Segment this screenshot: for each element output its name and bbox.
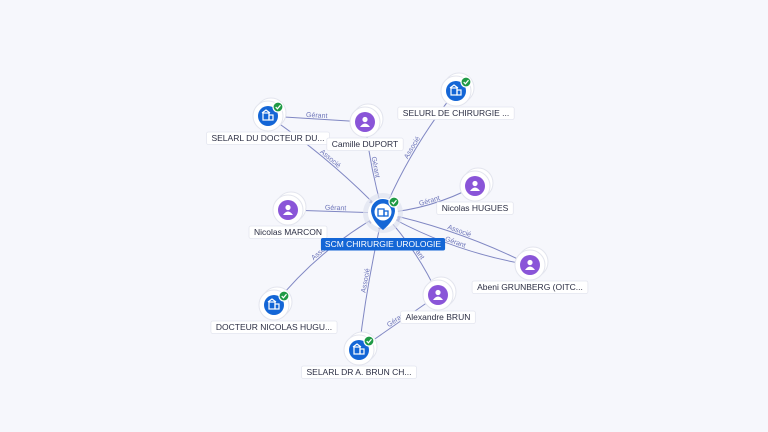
node-label: Alexandre BRUN: [400, 310, 476, 324]
node-label: Nicolas MARCON: [248, 225, 328, 239]
node-label: Nicolas HUGUES: [436, 201, 514, 215]
node-label-text: Camille DUPORT: [332, 139, 398, 149]
node-dot: [446, 81, 466, 101]
person-icon: [283, 204, 293, 215]
node-label-text: SELARL DR A. BRUN CH...: [306, 367, 411, 377]
node-label-text: SELURL DE CHIRURGIE ...: [403, 108, 509, 118]
verified-check-icon: [363, 335, 375, 347]
edge-label: Gérant: [369, 156, 380, 178]
node-dot: [349, 340, 369, 360]
node-docteur_nicolas_hugu[interactable]: DOCTEUR NICOLAS HUGU...: [210, 286, 338, 334]
edge-label: Associé: [318, 149, 341, 170]
node-abeni_grunberg[interactable]: Abeni GRUNBERG (OITC...: [471, 246, 589, 294]
node-alexandre_brun[interactable]: Alexandre BRUN: [400, 276, 476, 324]
building-icon: [377, 208, 389, 217]
person-icon: [470, 180, 480, 191]
node-camille_duport[interactable]: Camille DUPORT: [326, 103, 404, 151]
edge-label: Gérant: [444, 236, 467, 250]
edge-label: Gérant: [306, 112, 328, 120]
edge-label: Associé: [403, 135, 422, 160]
node-label-text: DOCTEUR NICOLAS HUGU...: [216, 322, 332, 332]
building-icon: [449, 84, 462, 96]
building-icon: [261, 109, 274, 121]
node-label: SELURL DE CHIRURGIE ...: [397, 106, 515, 120]
building-icon: [267, 298, 280, 310]
person-icon: [525, 259, 535, 270]
node-dot: [258, 106, 278, 126]
center-label: SCM CHIRURGIE UROLOGIE: [320, 238, 446, 251]
node-nicolas_marcon[interactable]: Nicolas MARCON: [248, 191, 328, 239]
edge-label: Associé: [361, 268, 372, 293]
center-label-text: SCM CHIRURGIE UROLOGIE: [325, 239, 442, 249]
verified-check-icon: [460, 76, 472, 88]
center-inner: [374, 203, 392, 221]
node-dot: [264, 295, 284, 315]
node-label-text: Alexandre BRUN: [406, 312, 471, 322]
node-label-text: Abeni GRUNBERG (OITC...: [477, 282, 583, 292]
nodes-layer: SELARL DU DOCTEUR DU... Camille DUPORT SEL…: [206, 72, 589, 379]
node-label: Abeni GRUNBERG (OITC...: [471, 280, 589, 294]
node-label: SELARL DR A. BRUN CH...: [301, 365, 417, 379]
center-node[interactable]: SCM CHIRURGIE UROLOGIE: [320, 193, 446, 251]
node-label-text: SELARL DU DOCTEUR DU...: [211, 133, 324, 143]
node-selurl_chirurgie[interactable]: SELURL DE CHIRURGIE ...: [397, 72, 515, 120]
edge-selarl_dr_brun-center[interactable]: Associé: [358, 212, 384, 351]
node-selarl_dr_brun[interactable]: SELARL DR A. BRUN CH...: [301, 331, 417, 379]
verified-check-icon: [278, 290, 290, 302]
edge-label: Gérant: [325, 205, 347, 213]
node-label: DOCTEUR NICOLAS HUGU...: [210, 320, 338, 334]
node-label-text: Nicolas MARCON: [254, 227, 322, 237]
building-icon: [352, 343, 365, 355]
node-selarl_docteur_du[interactable]: SELARL DU DOCTEUR DU...: [206, 97, 330, 145]
verified-check-icon: [388, 196, 400, 208]
person-icon: [433, 289, 443, 300]
verified-check-icon: [272, 101, 284, 113]
person-icon: [360, 116, 370, 127]
node-label: SELARL DU DOCTEUR DU...: [206, 131, 330, 145]
node-label: Camille DUPORT: [326, 137, 404, 151]
node-label-text: Nicolas HUGUES: [442, 203, 509, 213]
node-nicolas_hugues[interactable]: Nicolas HUGUES: [436, 167, 514, 215]
